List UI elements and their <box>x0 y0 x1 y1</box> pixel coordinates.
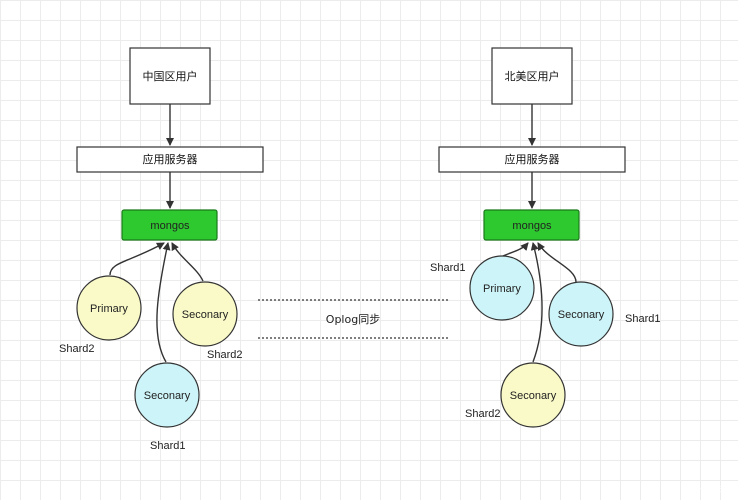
right-primary-label: Primary <box>483 283 521 295</box>
watermark-text: 亿速云 <box>700 484 724 494</box>
right-secondary-a-shard-label: Shard1 <box>625 313 660 325</box>
left-mongos-box <box>121 209 218 241</box>
right-user-label: 北美区用户 <box>505 69 560 83</box>
left-server-box <box>76 146 264 173</box>
left-secondary-a-node <box>172 281 238 347</box>
left-primary-label: Primary <box>90 303 128 315</box>
left-secondary-b-label: Seconary <box>144 390 191 402</box>
left-user-box <box>129 47 211 105</box>
left-secondary-b-shard-label: Shard1 <box>150 440 185 452</box>
right-secondary-a-to-mongos-arrow <box>537 242 577 283</box>
left-primary-to-mongos-arrow <box>109 242 165 276</box>
right-secondary-b-shard-label: Shard2 <box>465 408 500 420</box>
right-cluster: 北美区用户 应用服务器 mongos Primary Seconary Seco… <box>430 47 660 428</box>
sync-label: Oplog同步 <box>326 313 380 326</box>
right-secondary-a-node <box>548 281 614 347</box>
left-primary-node <box>76 275 142 341</box>
right-user-box <box>491 47 573 105</box>
watermark-logo-icon <box>684 483 696 495</box>
watermark: 亿速云 <box>684 483 724 495</box>
right-secondary-a-label: Seconary <box>558 309 605 321</box>
right-secondary-b-node <box>500 362 566 428</box>
right-secondary-b-label: Seconary <box>510 390 557 402</box>
right-primary-shard-label: Shard1 <box>430 262 465 274</box>
right-primary-to-mongos-arrow <box>502 242 529 257</box>
oplog-sync: Oplog同步 <box>258 299 448 339</box>
right-server-label: 应用服务器 <box>505 152 560 166</box>
left-cluster: 中国区用户 应用服务器 mongos Primary Seconary Seco… <box>59 47 264 452</box>
left-secondary-a-to-mongos-arrow <box>171 242 204 282</box>
left-secondary-b-node <box>134 362 200 428</box>
right-mongos-label: mongos <box>512 220 552 232</box>
right-mongos-box <box>483 209 580 241</box>
right-server-box <box>438 146 626 173</box>
left-primary-shard-label: Shard2 <box>59 343 94 355</box>
left-secondary-a-shard-label: Shard2 <box>207 349 242 361</box>
left-secondary-a-label: Seconary <box>182 309 229 321</box>
left-secondary-b-to-mongos-arrow <box>156 242 171 363</box>
left-mongos-label: mongos <box>150 220 190 232</box>
left-user-label: 中国区用户 <box>143 69 198 83</box>
right-primary-node <box>469 255 535 321</box>
left-server-label: 应用服务器 <box>143 152 198 166</box>
right-secondary-b-to-mongos-arrow <box>530 242 543 363</box>
